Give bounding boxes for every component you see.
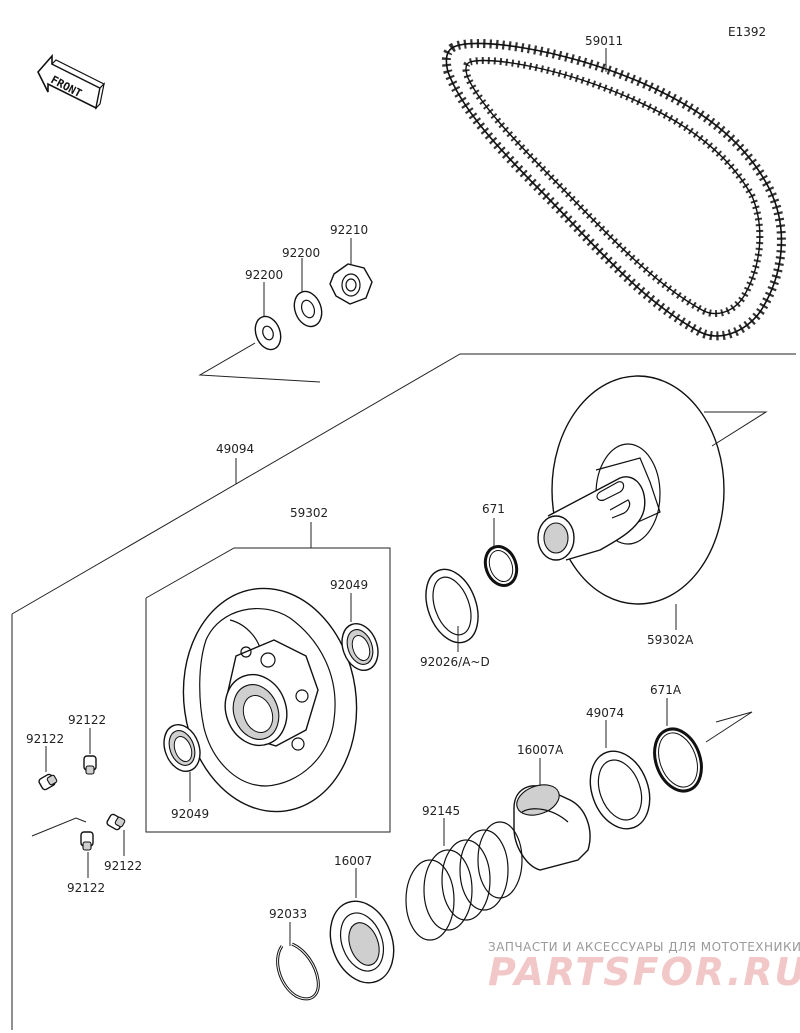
watermark-brand: PARTSFOR.RU <box>488 950 800 994</box>
sheave-hub <box>224 639 319 751</box>
washer-b <box>293 290 323 328</box>
label-fitting-a: 92122 <box>68 713 106 727</box>
label-cam-b: 16007 <box>334 854 372 868</box>
bearing-top <box>341 623 379 671</box>
label-cam: 16007A <box>517 743 564 757</box>
oring <box>483 545 519 587</box>
label-bearing-top: 92049 <box>330 578 368 592</box>
movable-sheave <box>537 375 725 605</box>
nut <box>329 263 373 305</box>
fitting-c <box>106 813 126 831</box>
cam-16007a <box>513 784 591 871</box>
label-spacer: 49074 <box>586 706 624 720</box>
label-nut: 92210 <box>330 223 368 237</box>
bearing-bottom <box>163 724 201 772</box>
label-washer-b: 92200 <box>282 246 320 260</box>
fixed-sheave <box>182 587 358 813</box>
spacer <box>589 750 651 830</box>
label-fitting-b: 92122 <box>26 732 64 746</box>
spring <box>405 821 523 941</box>
label-belt: 59011 <box>585 34 623 48</box>
fitting-d <box>80 831 94 851</box>
cam-16007 <box>329 900 395 984</box>
diagram-code: E1392 <box>728 25 766 39</box>
sheave-box <box>145 547 391 833</box>
label-assembly: 49094 <box>216 442 254 456</box>
label-ring-671a: 671A <box>650 683 682 697</box>
label-fitting-d: 92122 <box>67 881 105 895</box>
fitting-a <box>83 755 97 775</box>
front-arrow-icon: FRONT <box>37 53 106 110</box>
ring-671a <box>653 727 703 793</box>
drive-belt <box>441 38 786 341</box>
circlip <box>276 942 320 1001</box>
label-washer-a: 92200 <box>245 268 283 282</box>
label-sheave-movable: 59302A <box>647 633 694 647</box>
label-circlip: 92033 <box>269 907 307 921</box>
label-shim: 92026/A~D <box>420 655 490 669</box>
label-oring: 671 <box>482 502 505 516</box>
label-sheave-fixed: 59302 <box>290 506 328 520</box>
assembly-outline <box>11 353 796 615</box>
shim <box>425 568 479 644</box>
label-fitting-c: 92122 <box>104 859 142 873</box>
washer-a <box>254 315 282 351</box>
watermark-line1: ЗАПЧАСТИ И АКСЕССУАРЫ ДЛЯ МОТОТЕХНИКИ <box>488 940 800 954</box>
label-spring: 92145 <box>422 804 460 818</box>
label-bearing-bottom: 92049 <box>171 807 209 821</box>
fitting-b <box>38 773 58 791</box>
